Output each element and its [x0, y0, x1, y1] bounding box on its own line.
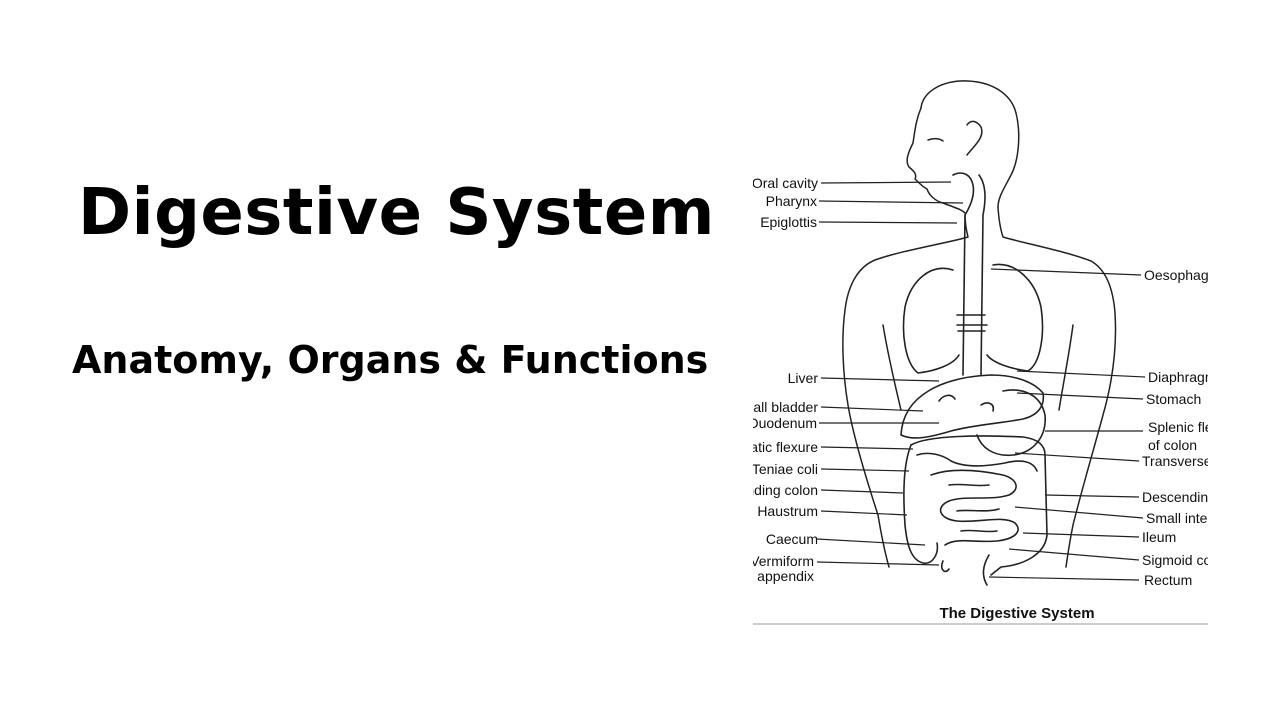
leader-lines-left — [816, 181, 964, 566]
oesophagus-tube — [952, 172, 988, 376]
page-subtitle: Anatomy, Organs & Functions — [72, 338, 709, 382]
label-sigmoid-colon: Sigmoid colon — [1142, 552, 1208, 568]
diagram-svg: Oral cavity Pharynx Epiglottis Liver Gal… — [753, 80, 1208, 625]
label-vermiform: Vermiform — [753, 553, 814, 569]
label-caecum: Caecum — [766, 531, 818, 547]
label-diaphragm: Diaphragm — [1148, 369, 1208, 385]
label-descending-colon: Descending colon — [1142, 489, 1208, 505]
label-gall-bladder: Gall bladder — [753, 399, 818, 415]
labels-left: Oral cavity Pharynx Epiglottis Liver Gal… — [753, 175, 818, 584]
label-duodenum: Duodenum — [753, 415, 817, 431]
lungs — [902, 263, 1044, 374]
label-pharynx: Pharynx — [766, 193, 817, 209]
label-stomach: Stomach — [1146, 391, 1201, 407]
human-body-outline — [842, 80, 1117, 568]
label-ascending-colon: Ascending colon — [753, 482, 818, 498]
label-liver: Liver — [788, 370, 819, 386]
label-transverse-colon: Transverse colon — [1142, 453, 1208, 469]
labels-right: Oesophagus Diaphragm Stomach Splenic fle… — [1142, 267, 1208, 588]
label-rectum: Rectum — [1144, 572, 1192, 588]
leader-lines-right — [988, 268, 1146, 581]
label-haustrum: Haustrum — [757, 503, 818, 519]
label-ileum: Ileum — [1142, 529, 1176, 545]
rectum-appendix — [940, 554, 990, 586]
label-small-intestine: Small intestine — [1146, 510, 1208, 526]
large-intestine — [903, 435, 1048, 576]
label-oesophagus: Oesophagus — [1144, 267, 1208, 283]
label-hepatic-flexure: Hepatic flexure — [753, 439, 818, 455]
label-epiglottis: Epiglottis — [760, 214, 817, 230]
label-appendix: appendix — [757, 568, 814, 584]
label-oral-cavity: Oral cavity — [753, 175, 818, 191]
digestive-system-diagram: Oral cavity Pharynx Epiglottis Liver Gal… — [753, 75, 1208, 625]
label-of-colon: of colon — [1148, 437, 1197, 453]
diagram-caption: The Digestive System — [939, 605, 1094, 622]
page-title: Digestive System — [78, 176, 715, 250]
label-teniae-coli: Teniae coli — [753, 461, 818, 477]
liver-stomach — [900, 374, 1046, 457]
small-intestine — [930, 469, 1019, 546]
label-splenic-flexure: Splenic flexure — [1148, 419, 1208, 435]
